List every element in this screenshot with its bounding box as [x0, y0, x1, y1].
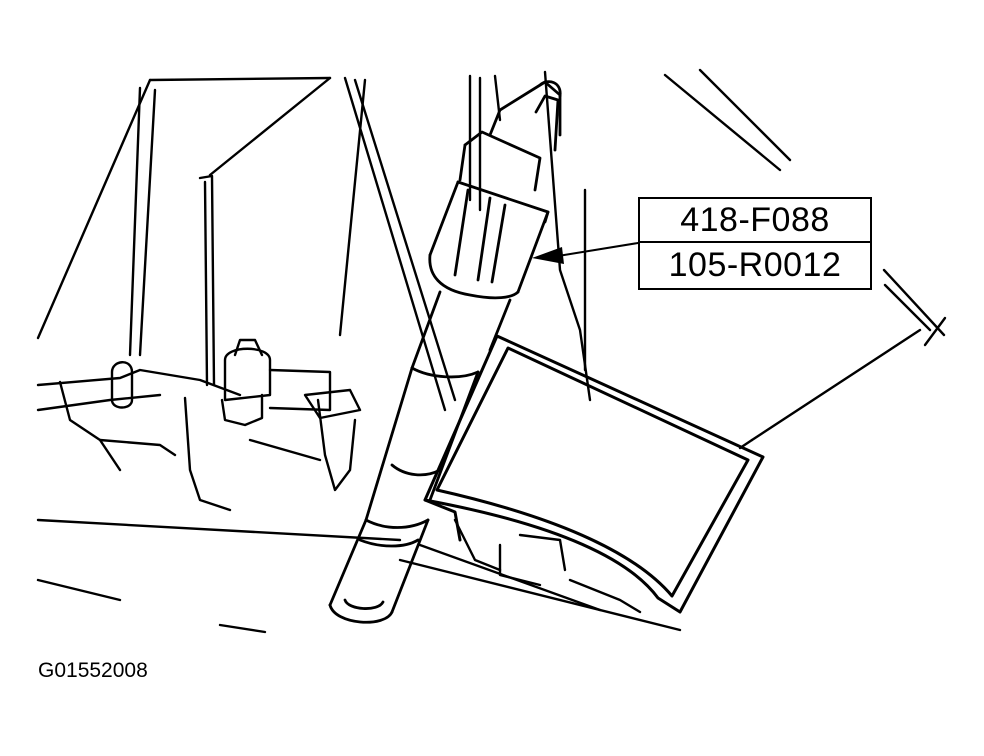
bracket-assembly [36, 338, 682, 634]
background-panel-lines [36, 68, 947, 450]
arrow-head [532, 247, 564, 264]
protective-plate [423, 334, 765, 614]
leader-arrow [557, 242, 639, 257]
tool-418-F088 [328, 80, 562, 624]
figure-id: G01552008 [38, 659, 148, 682]
part-number-label: 105-R0012 [638, 243, 872, 290]
tool-number-label: 418-F088 [638, 197, 872, 243]
